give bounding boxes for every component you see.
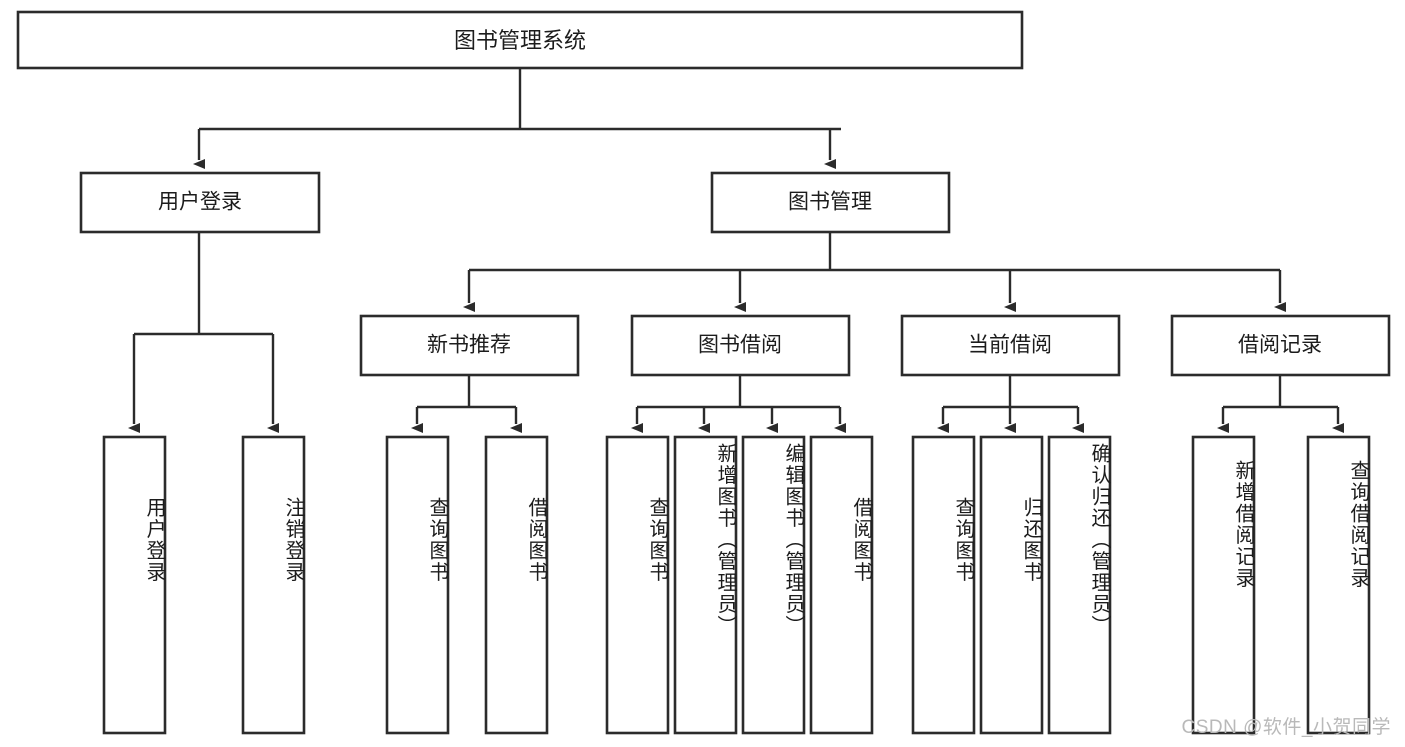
node-book-management[interactable]: 图书管理 — [710, 171, 951, 234]
connector-current-borrow-to-leaves — [937, 375, 1084, 433]
node-root-system[interactable]: 图书管理系统 — [16, 10, 1024, 70]
node-borrow-records[interactable]: 借阅记录 — [1170, 314, 1391, 377]
leaf-rect-borrow-book-1[interactable] — [484, 435, 549, 735]
leaf-rect-return-book[interactable] — [979, 435, 1044, 735]
leaf-rect-query-book-2[interactable] — [605, 435, 670, 735]
connector-book-mgmt-to-level3 — [463, 232, 1286, 312]
leaf-rect-edit-book[interactable] — [741, 435, 806, 735]
node-user-login-label: 用户登录 — [158, 191, 242, 214]
connector-root-to-level2 — [193, 68, 841, 169]
leaf-rect-query-book-3[interactable] — [911, 435, 976, 735]
node-new-book-recommend-label: 新书推荐 — [427, 334, 511, 357]
node-root-system-label: 图书管理系统 — [454, 28, 586, 53]
leaf-rect-user-login[interactable] — [102, 435, 167, 735]
node-current-borrow[interactable]: 当前借阅 — [900, 314, 1121, 377]
node-book-borrow-label: 图书借阅 — [698, 334, 782, 357]
connector-borrow-records-to-leaves — [1217, 375, 1344, 433]
node-borrow-records-label: 借阅记录 — [1238, 334, 1322, 357]
leaf-rect-query-record[interactable] — [1306, 435, 1371, 735]
leaf-rect-logout[interactable] — [241, 435, 306, 735]
leaf-rect-add-book[interactable] — [673, 435, 738, 735]
node-user-login[interactable]: 用户登录 — [79, 171, 321, 234]
leaf-rect-query-book-1[interactable] — [385, 435, 450, 735]
watermark-text: CSDN @软件_小贺同学 — [1181, 717, 1391, 738]
connector-book-borrow-to-leaves — [631, 375, 846, 433]
node-current-borrow-label: 当前借阅 — [968, 334, 1052, 357]
node-new-book-recommend[interactable]: 新书推荐 — [359, 314, 580, 377]
leaf-rect-add-record[interactable] — [1191, 435, 1256, 735]
node-book-borrow[interactable]: 图书借阅 — [630, 314, 851, 377]
connector-user-login-to-leaves — [128, 232, 279, 433]
leaf-rect-borrow-book-2[interactable] — [809, 435, 874, 735]
leaf-rect-confirm-return[interactable] — [1047, 435, 1112, 735]
node-book-management-label: 图书管理 — [788, 191, 872, 214]
connector-new-book-to-leaves — [411, 375, 522, 433]
